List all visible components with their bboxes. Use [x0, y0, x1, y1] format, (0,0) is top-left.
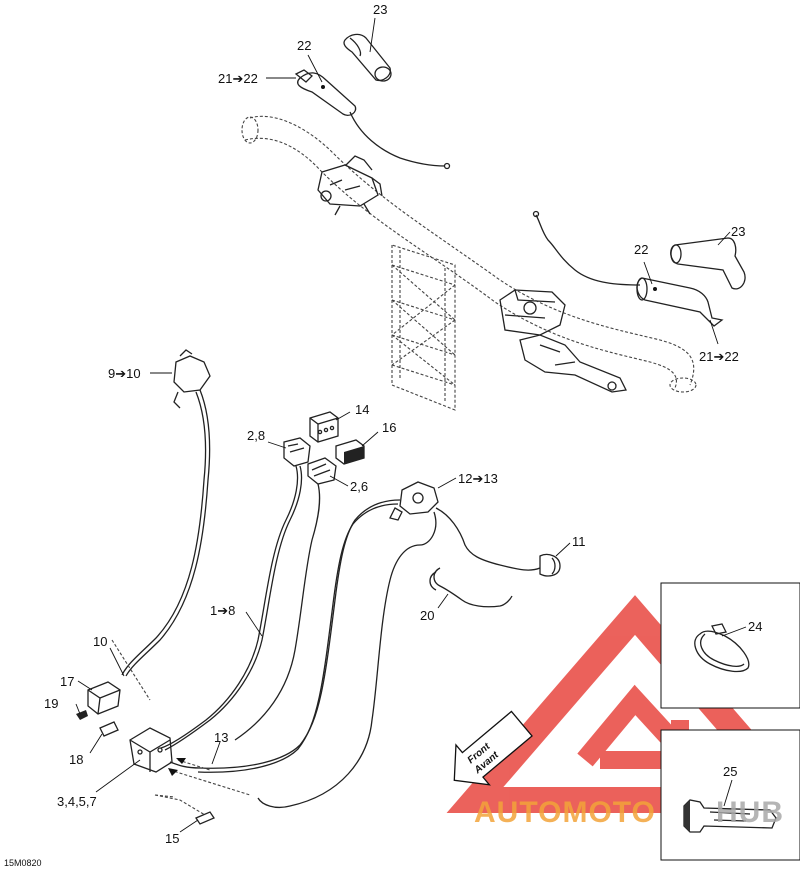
callout-22-top: 22: [297, 38, 311, 53]
callouts: 23 22 21➔22 23 22 21➔22 9➔10 14 2,8 16 2…: [4, 2, 762, 868]
callout-23-right: 23: [731, 224, 745, 239]
harness-11: [257, 507, 561, 809]
front-arrow: Front Avant: [453, 710, 533, 786]
grip-heater-right: [532, 210, 724, 327]
callout-14: 14: [355, 402, 369, 417]
connector-14: [309, 411, 339, 443]
grip-right: [670, 237, 746, 290]
callout-19: 19: [44, 696, 58, 711]
callout-3-4-5-7: 3,4,5,7: [57, 794, 97, 809]
watermark-automoto: AUTOMOTO: [474, 796, 656, 829]
callout-2-6: 2,6: [350, 479, 368, 494]
callout-12-13: 12➔13: [458, 471, 498, 486]
connector-17: [87, 681, 121, 715]
sensor-harness: [169, 481, 439, 773]
callout-17: 17: [60, 674, 74, 689]
callout-16: 16: [382, 420, 396, 435]
callout-11: 11: [572, 534, 586, 549]
left-switch-housing: [317, 155, 383, 216]
callout-15: 15: [165, 831, 179, 846]
right-brake-assembly: [499, 289, 627, 393]
pin-15: [154, 794, 215, 825]
terminal-19: [76, 710, 88, 720]
callout-10: 10: [93, 634, 107, 649]
steering-column: [391, 244, 456, 411]
main-harness: [160, 465, 321, 751]
connector-16: [335, 439, 365, 465]
callout-23-top: 23: [373, 2, 387, 17]
routing-arrows: [111, 639, 251, 798]
callout-13: 13: [214, 730, 228, 745]
harness-connector-2-8: [283, 437, 311, 467]
callout-9-10: 9➔10: [108, 366, 141, 381]
callout-21-22-top: 21➔22: [218, 71, 258, 86]
callout-22-right: 22: [634, 242, 648, 257]
callout-24: 24: [748, 619, 762, 634]
callout-1-8: 1➔8: [210, 603, 235, 618]
inset-24: [660, 582, 800, 709]
brake-switch-harness: [121, 349, 211, 677]
callout-18: 18: [69, 752, 83, 767]
diagram-code: 15M0820: [4, 858, 42, 868]
grip-top: [343, 33, 392, 82]
watermark-hub: HUB: [716, 796, 784, 829]
callout-20: 20: [420, 608, 434, 623]
callout-25: 25: [723, 764, 737, 779]
harness-connector-2-6: [307, 457, 337, 485]
leader-lines: [75, 17, 747, 833]
terminal-18: [99, 721, 119, 737]
harness-20: [429, 567, 513, 608]
handlebar: [241, 115, 697, 393]
grip-heater-top: [294, 69, 451, 170]
callout-21-22-right: 21➔22: [699, 349, 739, 364]
watermark-text: AUTOMOTO HUB: [474, 796, 784, 829]
callout-2-8: 2,8: [247, 428, 265, 443]
inset-25: [660, 729, 800, 861]
